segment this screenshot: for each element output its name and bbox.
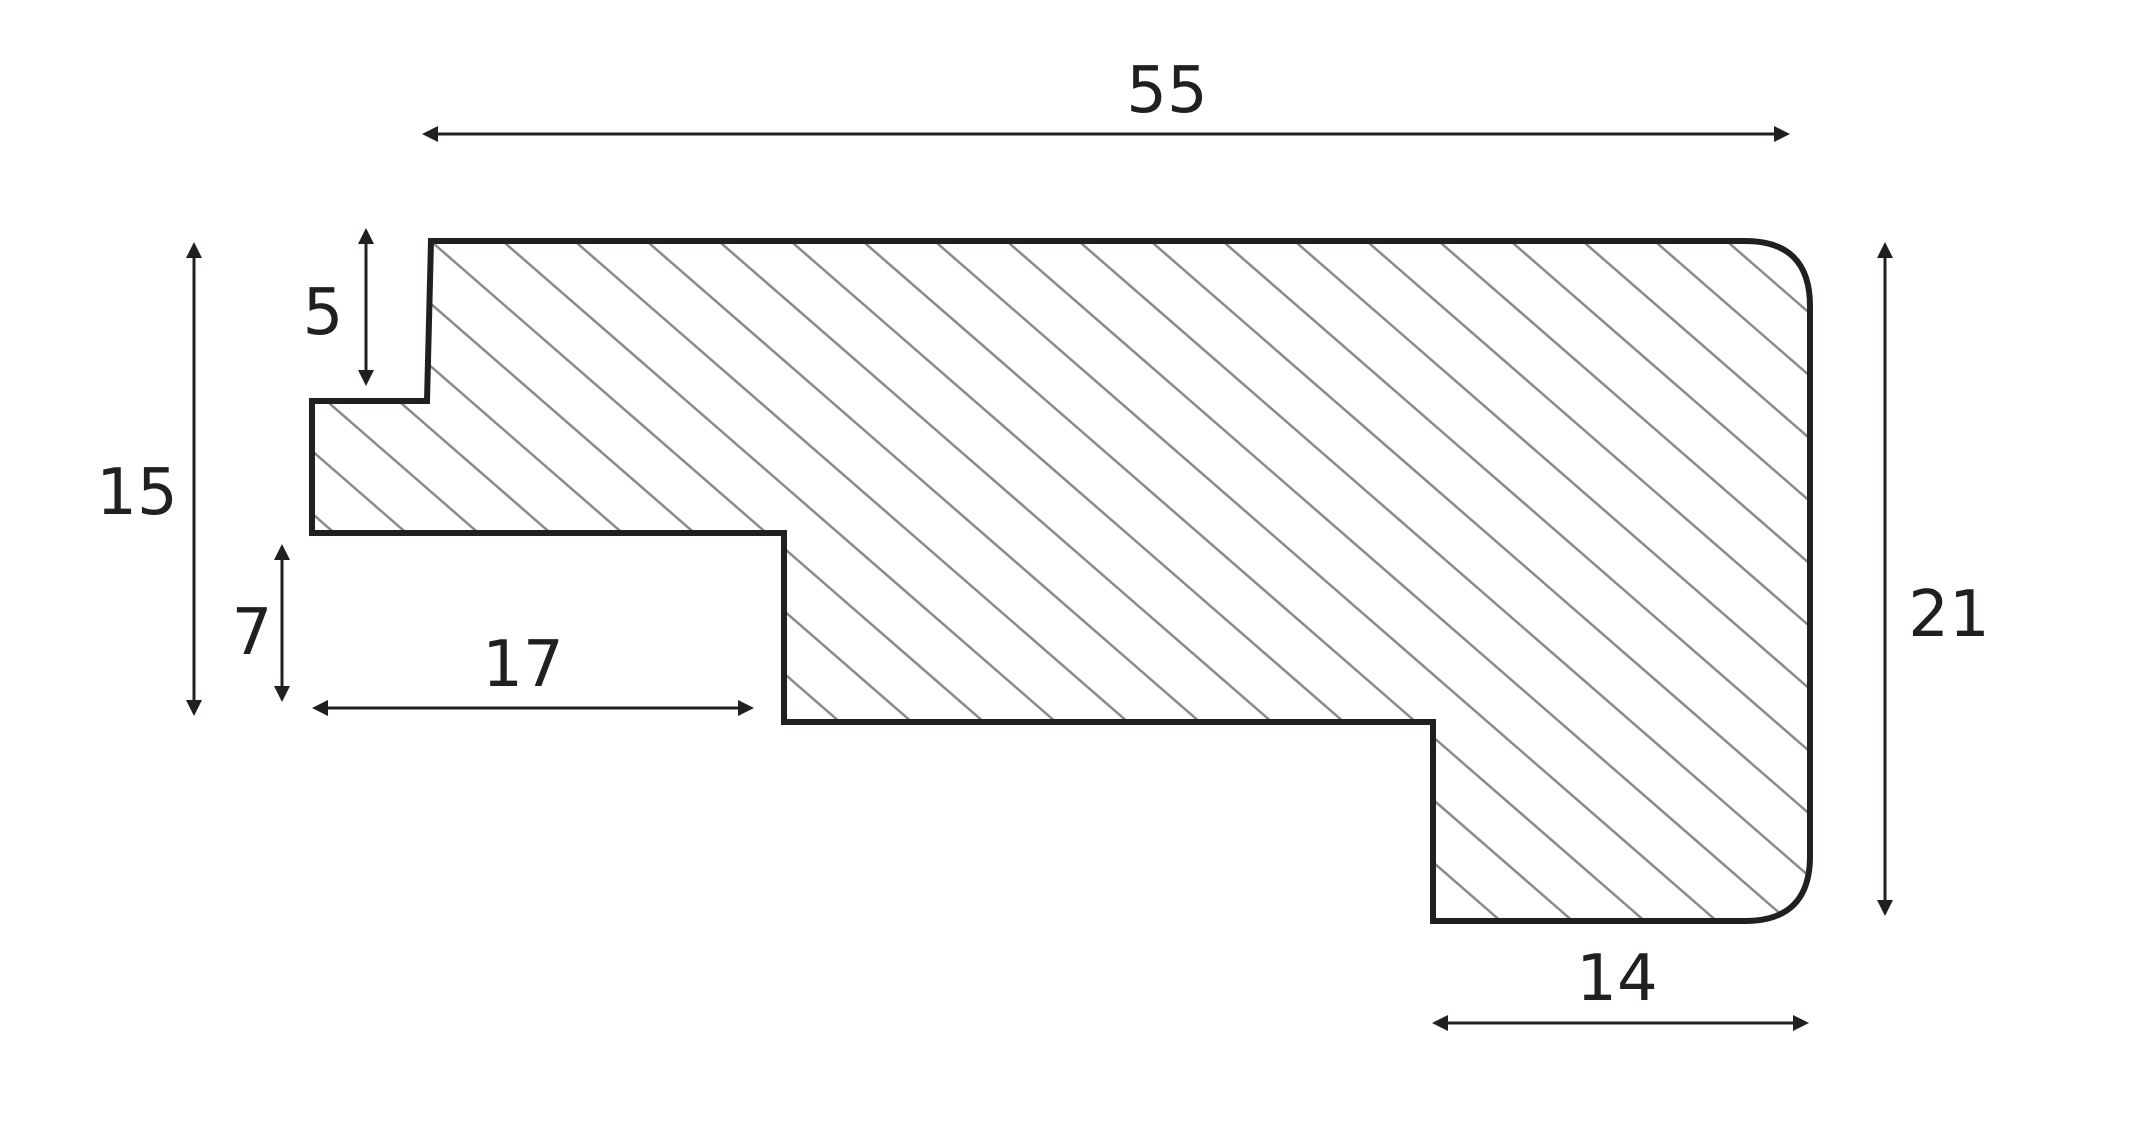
dimension-label-left-height: 15: [96, 456, 177, 530]
arrowhead-down: [358, 370, 374, 386]
hatch-line: [1209, 241, 1810, 921]
hatch-line: [312, 241, 792, 921]
profile-outline: [309, 238, 1813, 924]
hatch-line: [777, 241, 1584, 921]
dimension-label-rebate-depth: 5: [303, 276, 344, 350]
hatch-line: [993, 241, 1800, 921]
arrowhead-up: [358, 228, 374, 244]
hatch-line: [345, 241, 1152, 921]
arrowhead-left: [312, 700, 328, 716]
hatch-line: [849, 241, 1656, 921]
arrowhead-left: [422, 126, 438, 142]
dimension-overall-height: 21: [1877, 242, 1990, 916]
hatch-line: [1641, 241, 1810, 921]
hatch-line: [489, 241, 1296, 921]
dimension-bottom-width: 14: [1432, 942, 1809, 1031]
arrowhead-down: [1877, 900, 1893, 916]
dimension-label-step-width: 17: [482, 628, 563, 702]
dimension-overall-width: 55: [422, 54, 1790, 142]
hatch-line: [705, 241, 1512, 921]
dimension-label-overall-width: 55: [1126, 54, 1207, 128]
hatch-line: [1497, 241, 1810, 921]
hatch-line: [312, 241, 576, 921]
arrowhead-right: [1774, 126, 1790, 142]
dimension-label-step-height: 7: [232, 596, 273, 670]
hatch-line: [1569, 241, 1810, 921]
dimension-step-height: 7: [232, 544, 290, 702]
hatch-line: [1137, 241, 1810, 921]
arrowhead-left: [1432, 1015, 1448, 1031]
dimension-rebate-depth: 5: [303, 228, 374, 386]
arrowhead-up: [186, 242, 202, 258]
hatch-line: [1281, 241, 1810, 921]
hatch-line: [312, 241, 1080, 921]
arrowhead-right: [1793, 1015, 1809, 1031]
arrowhead-up: [1877, 242, 1893, 258]
arrowhead-up: [274, 544, 290, 560]
dimension-label-overall-height: 21: [1908, 578, 1989, 652]
hatch-line: [312, 241, 864, 921]
hatch-line: [417, 241, 1224, 921]
hatch-line: [561, 241, 1368, 921]
arrowhead-right: [738, 700, 754, 716]
hatch-line: [921, 241, 1728, 921]
hatch-line: [312, 241, 936, 921]
hatch-line: [1065, 241, 1810, 921]
dimension-label-bottom-width: 14: [1576, 942, 1657, 1016]
dimension-left-height: 15: [96, 242, 202, 716]
hatch-line: [1425, 241, 1810, 921]
arrowhead-down: [274, 686, 290, 702]
hatch-line: [633, 241, 1440, 921]
dimension-step-width: 17: [312, 628, 754, 716]
hatch-line: [1353, 241, 1810, 921]
arrowhead-down: [186, 700, 202, 716]
